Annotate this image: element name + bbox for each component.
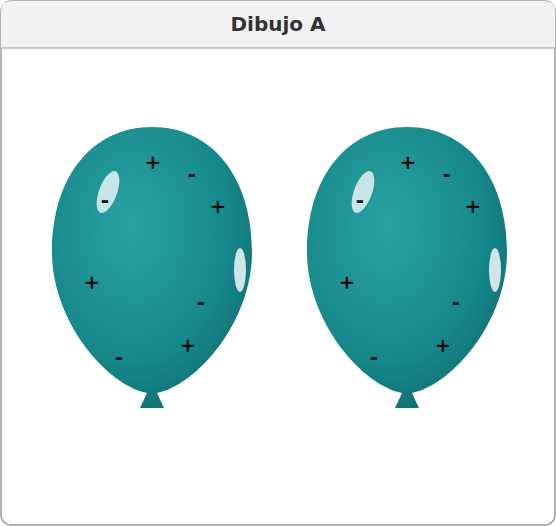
balloon-highlight <box>92 168 124 216</box>
balloon-body <box>307 127 507 408</box>
charge-sign: + <box>84 272 101 292</box>
balloon-highlight <box>489 248 501 292</box>
balloon-highlight <box>234 248 246 292</box>
charge-sign: - <box>356 190 364 210</box>
charge-sign: + <box>210 196 227 216</box>
balloon-body <box>52 127 252 408</box>
charge-sign: + <box>145 152 162 172</box>
header-band <box>1 1 555 48</box>
charge-sign: - <box>452 292 460 312</box>
charge-sign: + <box>465 196 482 216</box>
balloon-highlight <box>347 168 379 216</box>
charge-sign: - <box>188 164 196 184</box>
charge-sign: - <box>115 347 123 367</box>
charge-sign: - <box>101 190 109 210</box>
charge-sign: + <box>180 335 197 355</box>
header-rule <box>1 48 555 49</box>
charge-sign: - <box>197 292 205 312</box>
balloon: +--++-+- <box>307 127 507 412</box>
charge-sign: + <box>400 152 417 172</box>
charge-sign: - <box>370 347 378 367</box>
charge-sign: + <box>339 272 356 292</box>
balloon: +--++-+- <box>52 127 252 412</box>
charge-sign: + <box>435 335 452 355</box>
panel-title: Dibujo A <box>0 0 556 48</box>
charge-sign: - <box>443 164 451 184</box>
